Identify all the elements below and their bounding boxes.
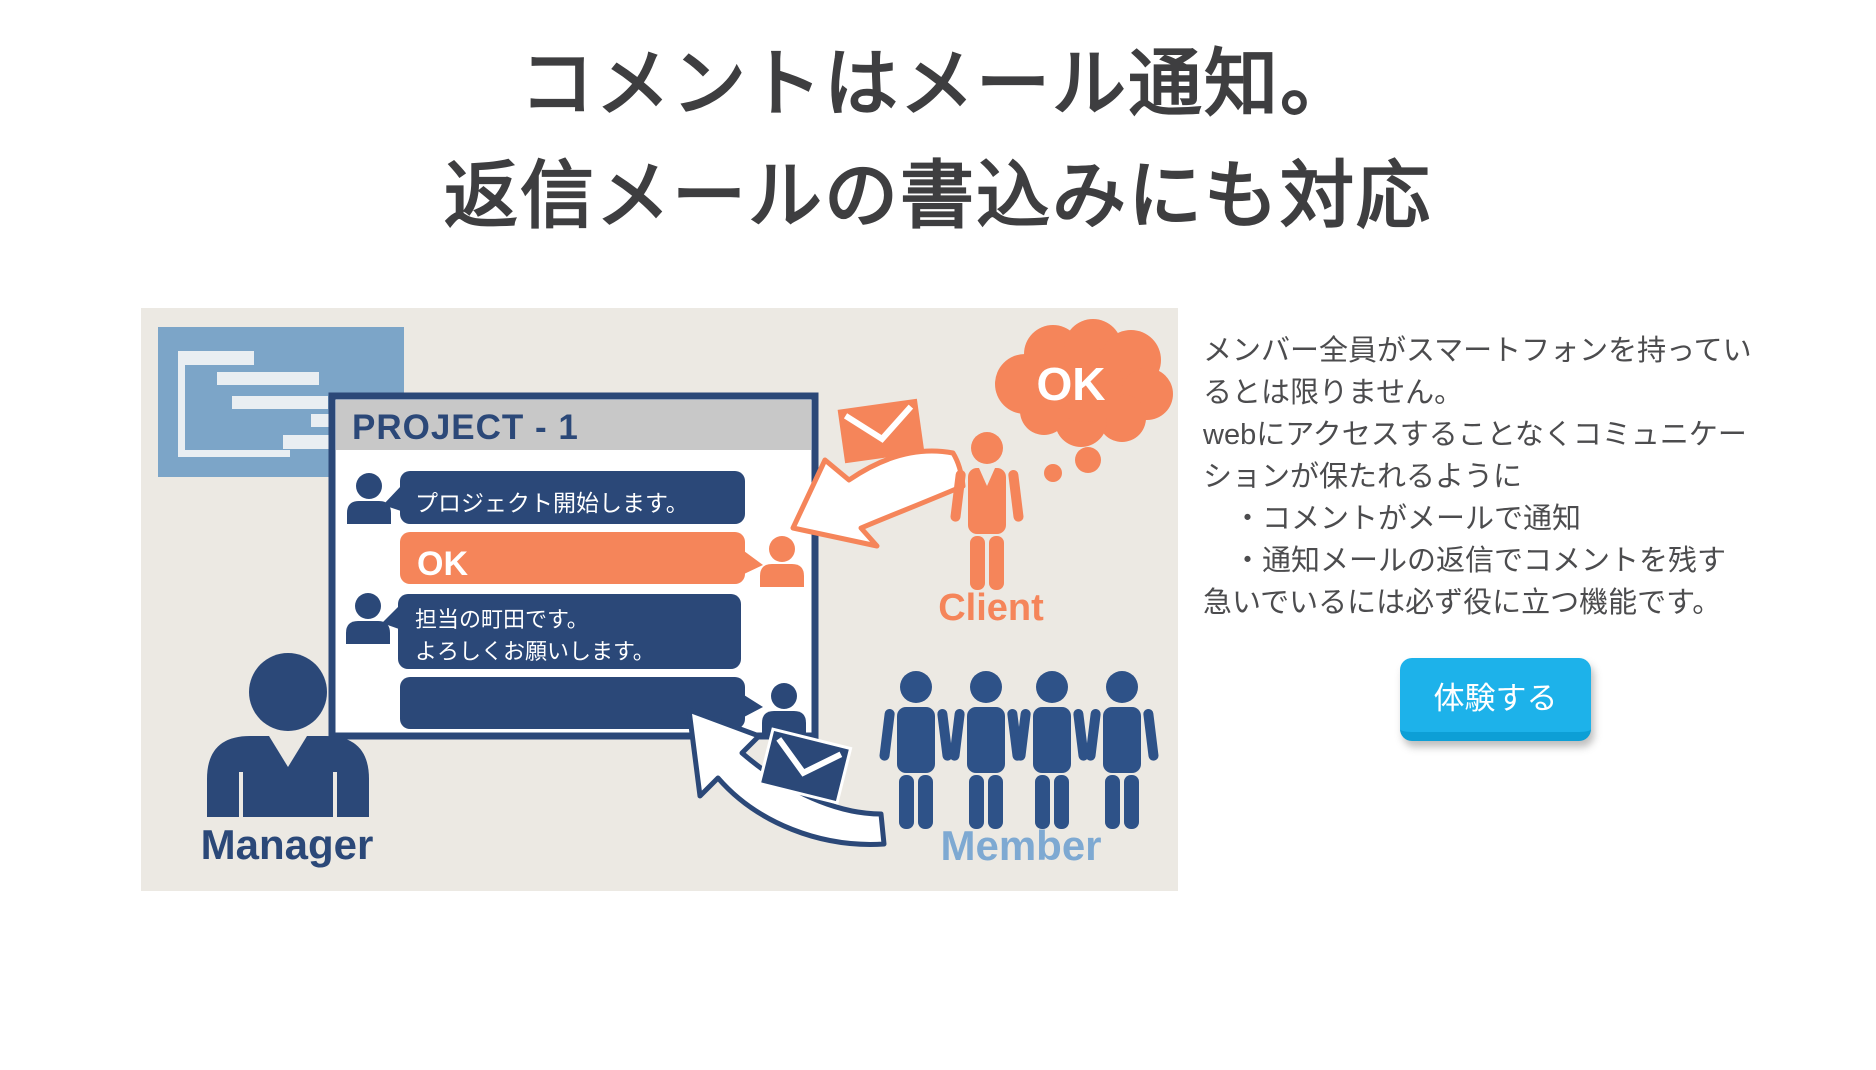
feature-description: メンバー全員がスマートフォンを持ってい るとは限りません。 webにアクセスする… xyxy=(1203,330,1752,624)
heading-line-1: コメントはメール通知。 xyxy=(520,42,1356,125)
description-line-7: 急いでいるには必ず役に立つ機能です。 xyxy=(1203,587,1722,619)
chat-message-1-text: プロジェクト開始します。 xyxy=(415,490,689,516)
manager-label: Manager xyxy=(201,821,374,868)
description-line-2: るとは限りません。 xyxy=(1203,377,1464,409)
chat-message-4 xyxy=(400,677,806,734)
heading-line-2: 返信メールの書込みにも対応 xyxy=(444,154,1432,237)
client-person-icon xyxy=(949,432,1025,590)
ok-thought-text: OK xyxy=(1037,358,1106,410)
project-window-title: PROJECT - 1 xyxy=(352,408,579,447)
mail-envelope-icon xyxy=(837,398,925,464)
chat-message-2-text: OK xyxy=(417,545,468,583)
mail-reply-from-member xyxy=(686,707,887,847)
project-chat-window: PROJECT - 1 プロジェクト開始します。 OK xyxy=(328,392,819,740)
ok-thought-bubble-icon xyxy=(995,319,1173,482)
member-group: Member xyxy=(878,671,1160,869)
description-line-1: メンバー全員がスマートフォンを持ってい xyxy=(1203,335,1752,367)
try-button[interactable]: 体験する xyxy=(1400,658,1591,741)
member-person-icon xyxy=(1014,671,1090,829)
project-window-title-bar xyxy=(336,400,811,450)
manager-person-icon xyxy=(207,653,369,817)
description-bullet-2: ・通知メールの返信でコメントを残す xyxy=(1233,545,1727,577)
page-title: コメントはメール通知。 返信メールの書込みにも対応 xyxy=(0,28,1876,252)
client-label: Client xyxy=(938,587,1044,629)
description-line-4: ションが保たれるように xyxy=(1203,461,1523,493)
member-label: Member xyxy=(940,822,1101,869)
member-person-icon xyxy=(1084,671,1160,829)
mail-notification-to-client xyxy=(790,398,966,549)
chat-message-3-line2: よろしくお願いします。 xyxy=(415,639,655,664)
member-person-icon xyxy=(878,671,954,829)
chat-message-3-line1: 担当の町田です。 xyxy=(415,607,589,632)
description-line-3: webにアクセスすることなくコミュニケー xyxy=(1203,419,1747,451)
illustration-canvas: PROJECT - 1 プロジェクト開始します。 OK xyxy=(158,319,1173,869)
chat-message-1: プロジェクト開始します。 xyxy=(347,471,745,524)
manager-figure: Manager xyxy=(201,653,374,868)
description-bullet-1: ・コメントがメールで通知 xyxy=(1233,503,1582,535)
member-person-icon xyxy=(948,671,1024,829)
client-figure: OK Client xyxy=(938,319,1173,629)
chat-message-3: 担当の町田です。 よろしくお願いします。 xyxy=(346,593,741,669)
feature-illustration: PROJECT - 1 プロジェクト開始します。 OK xyxy=(141,308,1178,891)
reply-envelope-icon xyxy=(757,727,853,805)
chat-message-2: OK xyxy=(400,532,804,587)
